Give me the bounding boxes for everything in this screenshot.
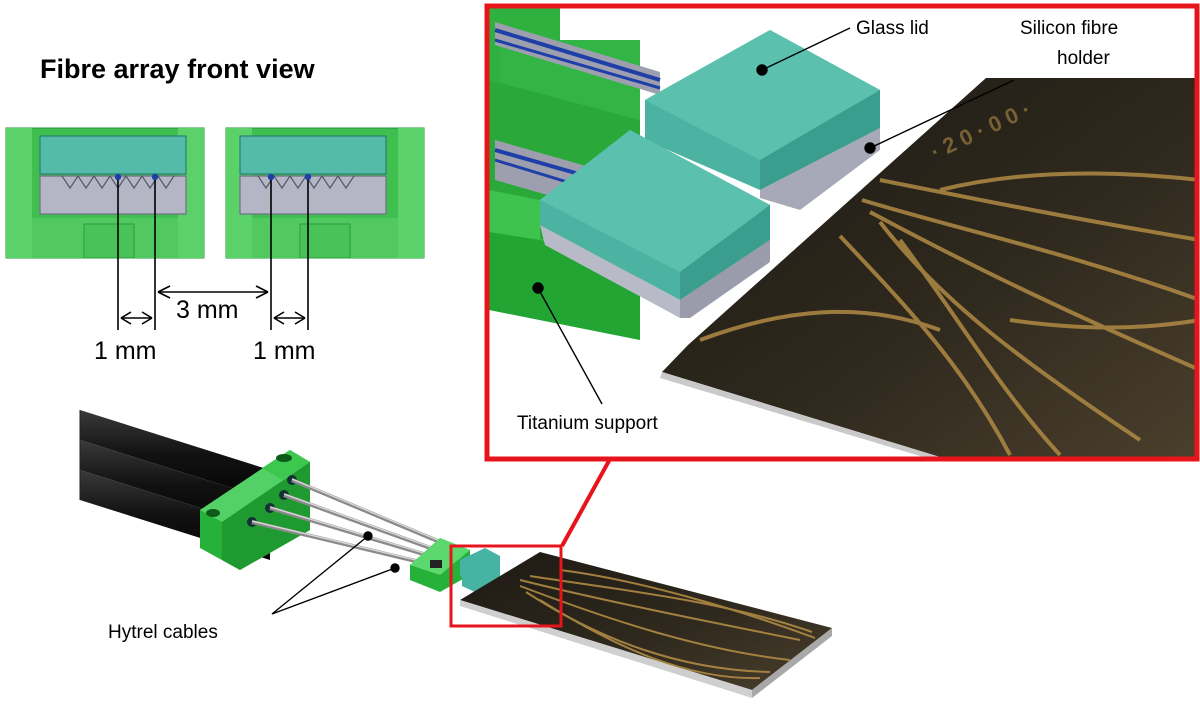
glass-lid-label: Glass lid xyxy=(856,18,929,39)
front-view-left-holder xyxy=(5,127,205,259)
assembly-view: Hytrel cables xyxy=(79,410,832,698)
inset-waveguides xyxy=(699,171,1195,457)
inset-leader-lines xyxy=(532,27,1015,405)
right-spacing-dimension-label: 1 mm xyxy=(253,337,316,365)
front-view-fibre-core xyxy=(114,173,122,181)
front-view-fibre-core xyxy=(304,173,312,181)
front-view-title: Fibre array front view xyxy=(40,54,316,84)
inset-zoom-view: · 2 0 · 0 0 · xyxy=(489,8,1195,457)
hytrel-cables-label: Hytrel cables xyxy=(108,622,218,643)
zoom-connector-lines xyxy=(560,458,612,547)
left-spacing-dimension-label: 1 mm xyxy=(94,337,157,365)
pitch-dimension-label: 3 mm xyxy=(176,296,239,324)
inset-frame xyxy=(484,3,1200,462)
hytrel-leader-lines xyxy=(271,531,400,615)
dimension-lines xyxy=(117,180,309,330)
front-view-glass-lid-left xyxy=(39,135,187,175)
front-view-fibre-core xyxy=(151,173,159,181)
front-view-glass-lid-right xyxy=(239,135,387,175)
silicon-holder-label-line2: holder xyxy=(1057,48,1110,69)
silicon-holder-label-line1: Silicon fibre xyxy=(1020,18,1118,39)
inset-silicon-holder-back xyxy=(760,128,880,210)
front-view-fibre-core xyxy=(267,173,275,181)
front-view-right-holder xyxy=(225,127,425,259)
titanium-support-label: Titanium support xyxy=(517,413,659,434)
zoom-region-box xyxy=(449,544,563,628)
hytrel-cables xyxy=(251,478,441,565)
cable-clamp xyxy=(200,450,310,570)
front-view-silicon-holder-left xyxy=(39,175,187,215)
inset-silicon-holder-front xyxy=(540,225,680,318)
